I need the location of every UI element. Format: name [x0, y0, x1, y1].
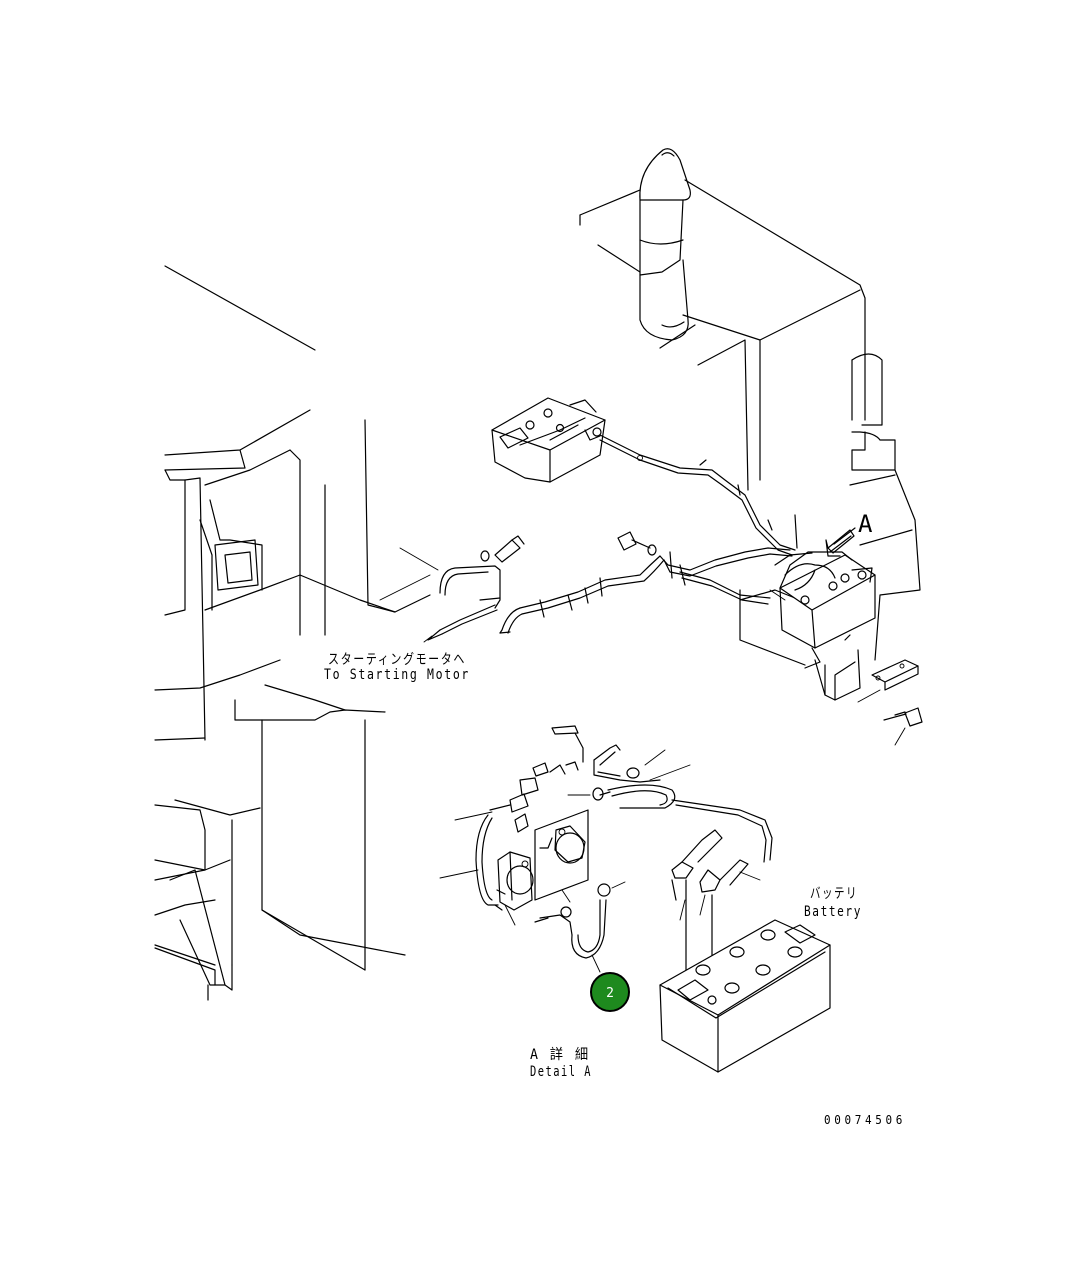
battery-link-cable: [599, 434, 798, 556]
view-arrow-icon: A: [825, 510, 873, 557]
starting-motor-label-jp: スターティングモータヘ: [328, 652, 466, 668]
callout-bubble[interactable]: 2: [590, 972, 630, 1012]
drawing-number: 00074506: [824, 1113, 906, 1127]
engine-hood: [579, 148, 921, 666]
battery-label-en: Battery: [804, 904, 862, 920]
lower-battery: [659, 919, 831, 1073]
detail-label-jp: A 詳 細: [530, 1047, 590, 1063]
starting-motor-cable: [379, 531, 793, 643]
callout-number: 2: [606, 986, 614, 1001]
detail-label-en: Detail A: [530, 1064, 592, 1080]
detail-a-assembly: [439, 725, 773, 976]
view-marker: A: [858, 510, 873, 538]
machine-frame: [154, 265, 431, 1001]
labels: スターティングモータヘ To Starting Motor バッテリ Batte…: [324, 652, 906, 1127]
upper-battery-left: [491, 397, 606, 483]
starting-motor-label-en: To Starting Motor: [324, 667, 470, 683]
battery-label-jp: バッテリ: [810, 886, 858, 902]
main-battery-a: [769, 551, 923, 746]
